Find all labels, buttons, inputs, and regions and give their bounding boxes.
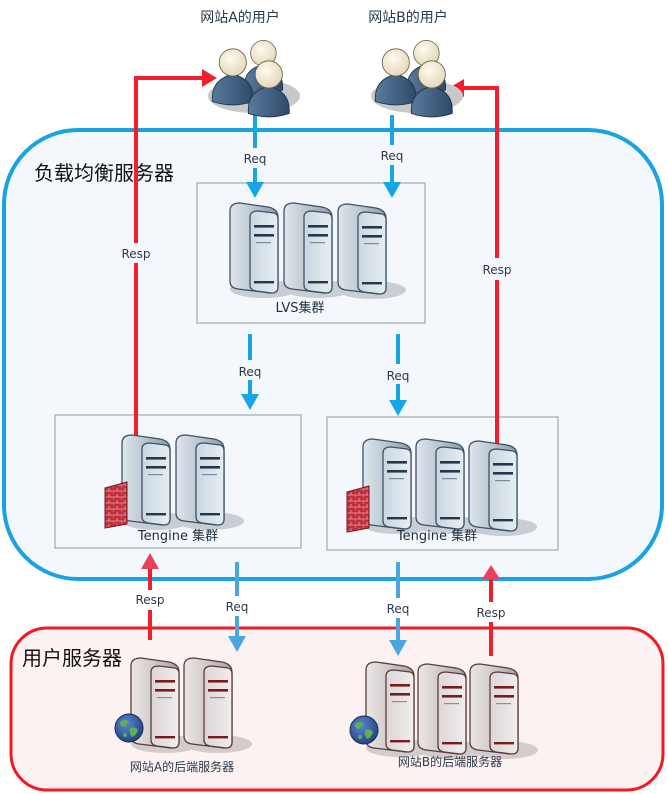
backend-servers-b: 网站B的后端服务器 [349,661,539,769]
user-group-b: 网站B的用户 [368,9,463,118]
lvs-cluster: LVS集群 [229,202,407,316]
user-group-b-label: 网站B的用户 [368,9,448,26]
req-label: Req [387,369,410,383]
req-arrow-tengine-b-to-backend-b: Req [380,562,416,656]
req-label: Req [381,149,404,163]
resp-label: Resp [476,606,505,620]
resp-arrow-to-user-a: Resp [114,69,217,445]
req-arrow-lvs-to-tengine-b: Req [380,334,416,416]
user-group-icon [208,40,300,118]
resp-arrow-backend-b-to-tengine-b: Resp [468,565,514,656]
tengine-a-label: Tengine 集群 [137,528,218,544]
tengine-b-label: Tengine 集群 [396,528,477,544]
user-group-a-label: 网站A的用户 [200,9,280,26]
firewall-icon [104,481,128,529]
user-group-a: 网站A的用户 [200,9,300,118]
req-arrow-user-b-to-lvs: Req [375,115,411,198]
tengine-cluster-a: Tengine 集群 [104,434,245,544]
resp-label: Resp [135,593,164,607]
user-group-icon [371,40,463,118]
globe-icon [349,715,379,745]
backend-b-label: 网站B的后端服务器 [398,754,502,769]
req-label: Req [226,600,249,614]
backend-a-label: 网站A的后端服务器 [130,759,234,774]
resp-label: Resp [482,263,511,277]
req-arrow-user-a-to-lvs: Req [238,115,274,198]
req-label: Req [239,365,262,379]
firewall-icon [346,485,370,533]
req-arrow-tengine-a-to-backend-a: Req [219,562,255,652]
globe-icon [114,713,144,743]
resp-arrow-backend-a-to-tengine-a: Resp [128,553,172,640]
req-label: Req [244,152,267,166]
lvs-cluster-label: LVS集群 [276,300,325,316]
load-balancer-title: 负载均衡服务器 [34,161,174,185]
resp-label: Resp [121,247,150,261]
req-label: Req [387,602,410,616]
tengine-cluster-b: Tengine 集群 [346,438,538,544]
req-arrow-lvs-to-tengine-a: Req [232,334,268,410]
backend-servers-a: 网站A的后端服务器 [114,657,253,774]
user-servers-title: 用户服务器 [22,646,122,670]
